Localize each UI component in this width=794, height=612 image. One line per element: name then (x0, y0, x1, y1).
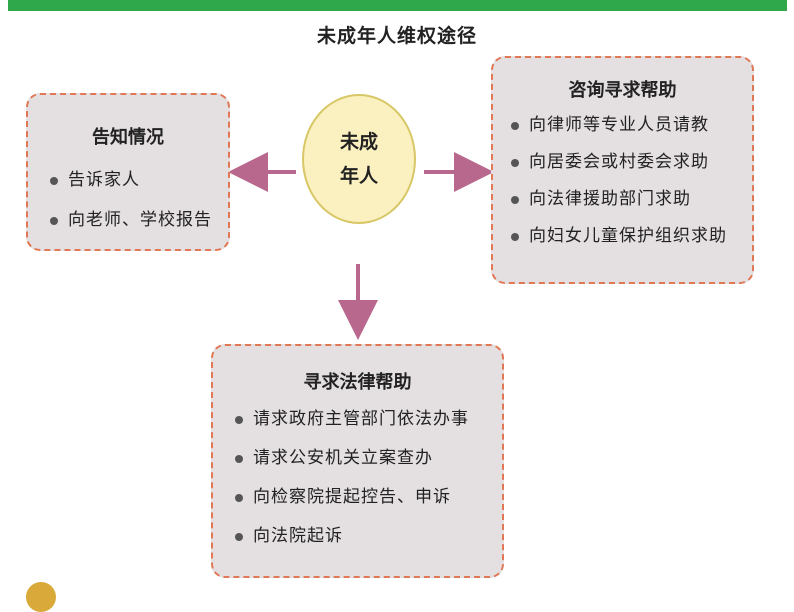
list-item: 向检察院提起控告、申诉 (235, 486, 502, 509)
legal-help-box: 寻求法律帮助 请求政府主管部门依法办事 请求公安机关立案查办 向检察院提起控告、… (211, 344, 504, 578)
top-accent-bar (8, 0, 787, 11)
list-item: 请求政府主管部门依法办事 (235, 408, 502, 431)
corner-badge-icon (26, 582, 56, 612)
consult-list: 向律师等专业人员请教 向居委会或村委会求助 向法律援助部门求助 向妇女儿童保护组… (493, 114, 752, 248)
list-item: 告诉家人 (50, 169, 228, 192)
legal-help-box-title: 寻求法律帮助 (303, 372, 412, 393)
inform-list: 告诉家人 向老师、学校报告 (28, 169, 228, 232)
center-line-1: 未成 (339, 131, 378, 153)
legal-help-list: 请求政府主管部门依法办事 请求公安机关立案查办 向检察院提起控告、申诉 向法院起… (213, 408, 502, 548)
list-item: 向法律援助部门求助 (511, 188, 752, 211)
inform-box-title: 告知情况 (92, 127, 164, 148)
center-line-2: 年人 (339, 165, 378, 187)
inform-box: 告知情况 告诉家人 向老师、学校报告 (26, 93, 230, 251)
list-item: 请求公安机关立案查办 (235, 447, 502, 470)
list-item: 向法院起诉 (235, 525, 502, 548)
consult-box: 咨询寻求帮助 向律师等专业人员请教 向居委会或村委会求助 向法律援助部门求助 向… (491, 56, 754, 284)
consult-box-title: 咨询寻求帮助 (568, 80, 677, 101)
list-item: 向老师、学校报告 (50, 209, 228, 232)
list-item: 向居委会或村委会求助 (511, 151, 752, 174)
list-item: 向律师等专业人员请教 (511, 114, 752, 137)
center-node: 未成 年人 (302, 94, 416, 224)
list-item: 向妇女儿童保护组织求助 (511, 225, 752, 248)
arrows-layer (228, 152, 494, 340)
diagram-title: 未成年人维权途径 (316, 25, 477, 47)
